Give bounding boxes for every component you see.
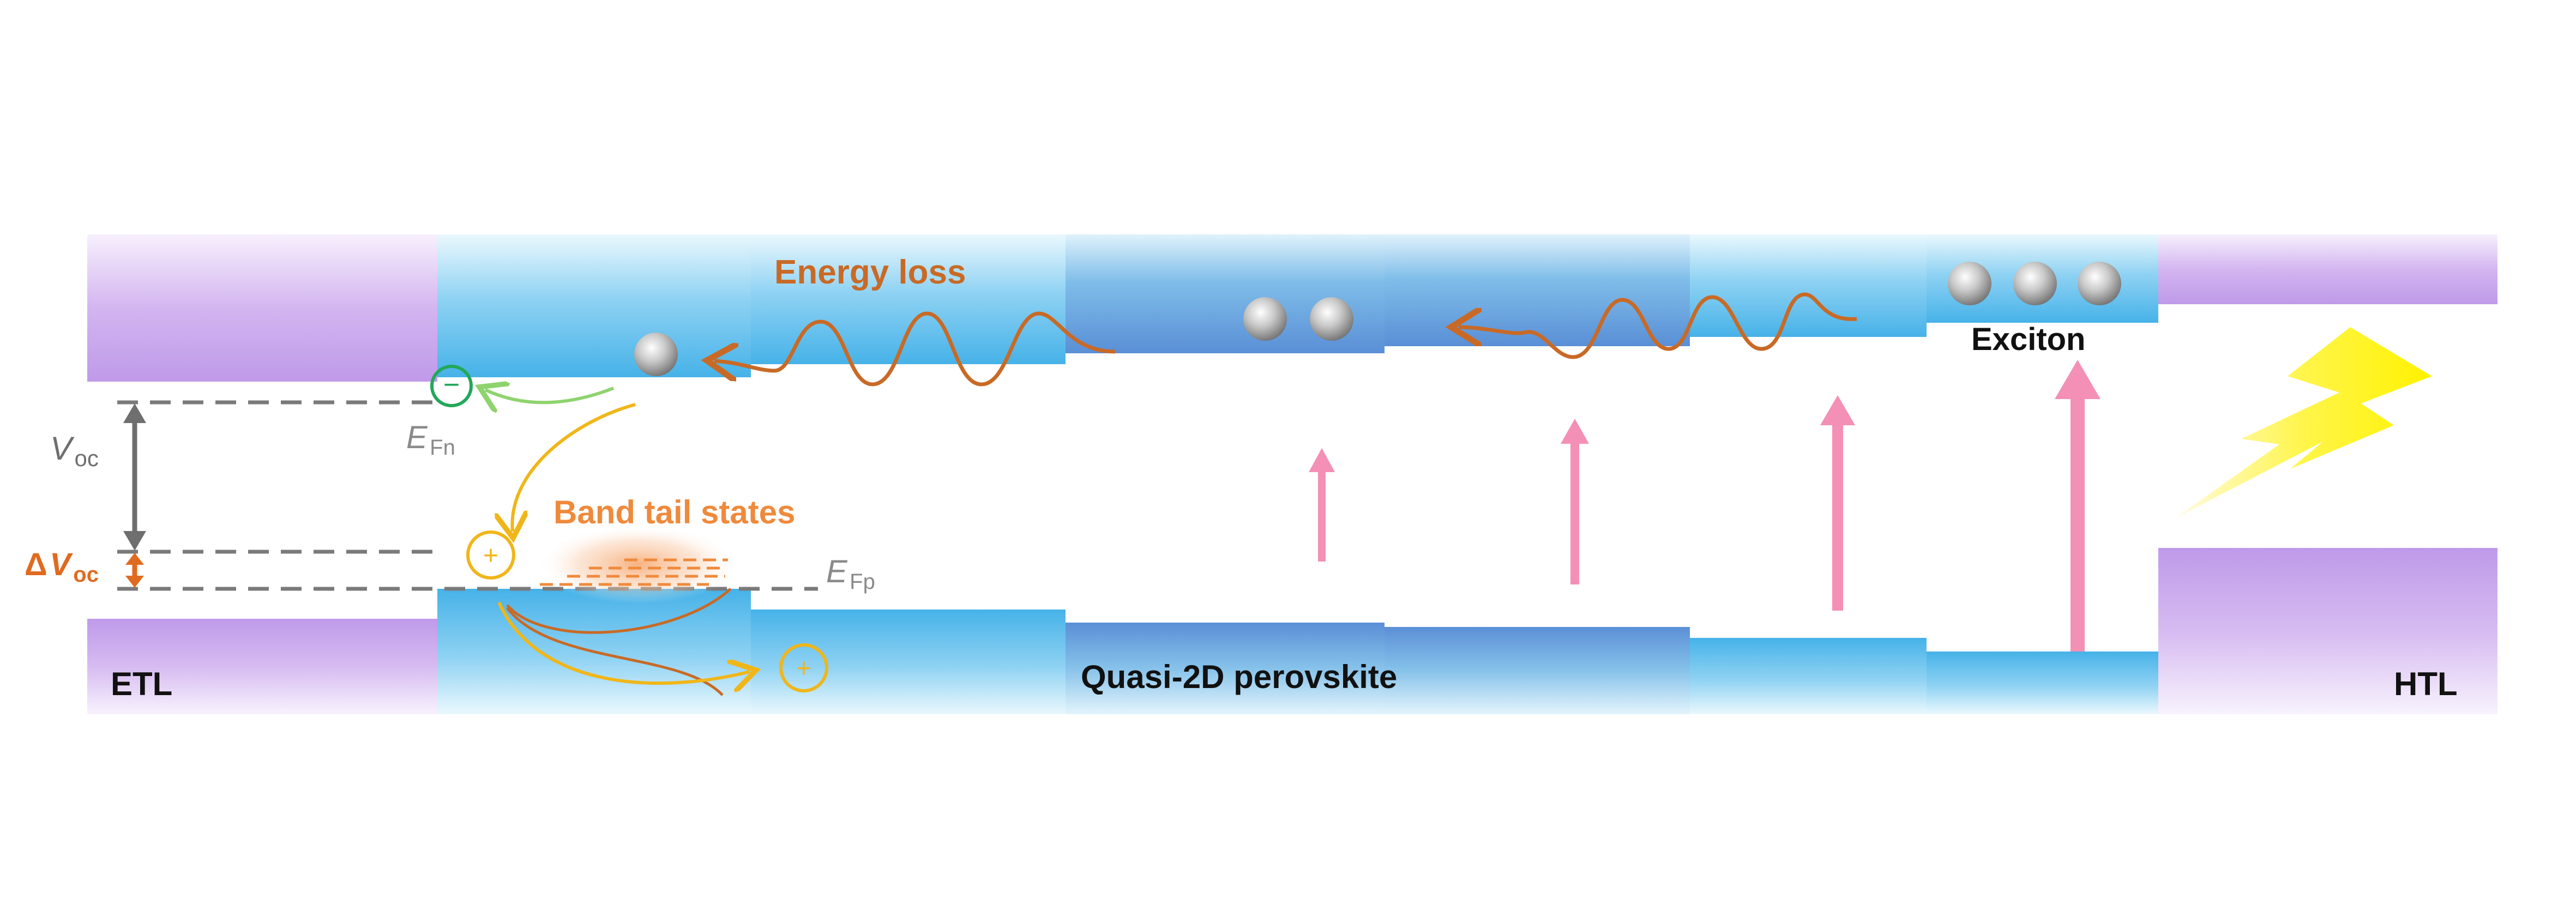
efn-label-main: E: [406, 420, 428, 455]
efn-label: E Fn: [406, 420, 455, 460]
etl-label: ETL: [111, 666, 172, 702]
excitation-arrow-2: [1561, 419, 1589, 584]
htl-label: HTL: [2394, 666, 2458, 702]
valence-band-step-5: [1690, 638, 1927, 714]
energy-loss-wave-left: [714, 311, 1116, 387]
carrier-ball-mid-2: [1310, 297, 1353, 341]
etl-top-block: [87, 234, 437, 382]
voc-label-sub: oc: [74, 445, 98, 471]
valence-band-step-4: [1385, 627, 1690, 714]
efp-label: E Fp: [826, 554, 875, 594]
delta-voc-arrow: [125, 553, 144, 588]
conduction-band-step-1: [437, 234, 751, 377]
delta-voc-main: V: [50, 547, 73, 582]
voc-label-main: V: [50, 430, 75, 467]
conduction-band-step-4: [1385, 234, 1690, 346]
energy-loss-wave-right: [1459, 292, 1857, 359]
exciton-ball-2: [2013, 262, 2057, 305]
valence-band-step-3: [1066, 623, 1385, 714]
exciton-ball-3: [2078, 262, 2121, 305]
carrier-ball-energy-loss: [634, 333, 678, 376]
electron-minus-sign: −: [443, 369, 460, 401]
valence-band-step-2: [751, 610, 1066, 714]
excitation-arrow-4: [2055, 360, 2100, 651]
valence-band-step-6: [1927, 651, 2158, 714]
htl-top-block: [2158, 234, 2497, 304]
htl-bottom-block: [2158, 548, 2497, 714]
voc-arrow: [123, 403, 146, 551]
exciton-ball-1: [1948, 262, 1991, 305]
delta-voc-sub: oc: [73, 563, 99, 587]
efp-label-main: E: [826, 554, 848, 589]
efp-label-sub: Fp: [850, 570, 875, 594]
hole-drop-arrow: [512, 403, 636, 532]
exciton-label: Exciton: [1971, 322, 2086, 357]
excitation-arrow-3: [1820, 395, 1855, 611]
efn-label-sub: Fn: [430, 436, 455, 460]
voc-label: V oc: [50, 430, 99, 471]
delta-voc-prefix: Δ: [25, 547, 47, 582]
hole-symbol-right: [779, 643, 828, 692]
etl-bottom-block: [87, 619, 437, 714]
energy-loss-label: Energy loss: [774, 254, 966, 291]
light-bolt-icon: [2176, 327, 2432, 518]
electron-path-arrow: [485, 388, 615, 402]
hole-plus-sign-left: +: [483, 541, 498, 570]
hole-transfer-arrow: [497, 601, 750, 683]
band-tail-glow: [537, 525, 739, 604]
excitation-arrow-1: [1309, 448, 1335, 562]
carrier-ball-mid-1: [1243, 297, 1287, 341]
band-tail-states-label: Band tail states: [553, 494, 795, 530]
hole-symbol-left: [466, 530, 515, 580]
perovskite-label: Quasi-2D perovskite: [1081, 659, 1397, 695]
delta-voc-label: Δ V oc: [25, 547, 99, 587]
band-tail-states: [540, 558, 728, 586]
tail-trap-path: [506, 588, 732, 634]
electron-symbol: [430, 365, 473, 407]
conduction-band-step-5: [1690, 234, 1927, 337]
hole-plus-sign-right: +: [796, 654, 811, 683]
